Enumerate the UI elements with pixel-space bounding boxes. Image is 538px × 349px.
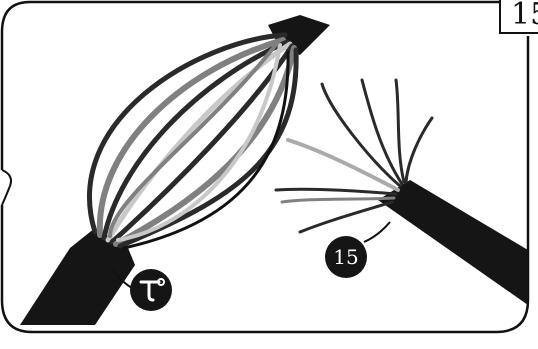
cable-stripper-icon: [130, 269, 172, 311]
item-leader-line: [364, 222, 390, 242]
cable-jacket-right: [378, 180, 528, 305]
frame-notch: [2, 170, 11, 205]
step-number: 15: [499, 0, 538, 34]
item-callout-number: 15: [325, 236, 367, 278]
cable-fanned-wires: [20, 15, 330, 325]
cable-stripped-end: [276, 80, 528, 305]
